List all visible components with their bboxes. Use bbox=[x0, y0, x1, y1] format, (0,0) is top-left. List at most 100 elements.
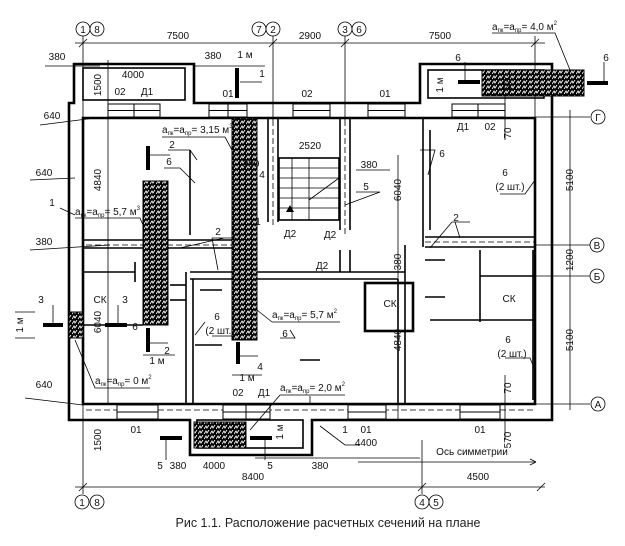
label: 02 bbox=[484, 122, 496, 133]
axis-label: Б bbox=[594, 272, 601, 283]
dim: 5100 bbox=[565, 328, 576, 351]
area-annotation: aпк=aпр= 4,0 м2 bbox=[492, 21, 558, 34]
label: 4 bbox=[257, 362, 263, 373]
leader-lines bbox=[59, 32, 571, 446]
dim: 1 м bbox=[239, 373, 254, 384]
axis-label: 8 bbox=[94, 25, 100, 36]
label: 6 bbox=[282, 329, 288, 340]
dim: 70 bbox=[503, 382, 514, 394]
section-markers bbox=[43, 62, 608, 460]
dim: 6040 bbox=[393, 178, 404, 201]
dim: 1 м bbox=[435, 77, 446, 92]
label: 02 bbox=[232, 388, 244, 399]
label: 6 bbox=[505, 335, 511, 346]
label: 01 bbox=[474, 425, 486, 436]
axis-label: 6 bbox=[356, 25, 362, 36]
label: Д1 bbox=[457, 122, 470, 133]
stair-direction-arrow-icon bbox=[286, 205, 294, 212]
dim: 380 bbox=[312, 461, 329, 472]
dimension-lines bbox=[15, 38, 571, 492]
label: 6 bbox=[502, 168, 508, 179]
dim: 380 bbox=[36, 237, 53, 248]
plan-labels: 02 Д1 01 02 01 Д1 02 1 2 6 4 5 6 6 (2 шт… bbox=[38, 53, 609, 472]
axis-label: 2 bbox=[270, 25, 276, 36]
dim: 1 м bbox=[275, 424, 286, 439]
dim: 4000 bbox=[122, 70, 145, 81]
label: 01 bbox=[360, 425, 372, 436]
dim: 4840 bbox=[393, 328, 404, 351]
dim: 380 bbox=[243, 159, 260, 170]
dim: 2900 bbox=[299, 31, 322, 42]
shaft-top-right bbox=[481, 69, 585, 97]
dim: 4000 bbox=[203, 461, 226, 472]
axis-label: 3 bbox=[342, 25, 348, 36]
area-annotation: aпк=aпр= 5,7 м2 bbox=[272, 309, 338, 322]
label: 1 bbox=[259, 69, 265, 80]
shaft-bottom bbox=[193, 421, 247, 449]
label: 5 bbox=[363, 182, 369, 193]
label: 01 bbox=[130, 425, 142, 436]
label: 01 bbox=[222, 89, 234, 100]
dim: 1 м bbox=[15, 317, 26, 332]
area-annotation: aпк=aпр= 0 м2 bbox=[95, 375, 152, 388]
label: 6 bbox=[455, 53, 461, 64]
dim: 1 м bbox=[149, 356, 164, 367]
label: 6 bbox=[132, 322, 138, 333]
dim: 380 bbox=[170, 461, 187, 472]
label: 6 bbox=[439, 149, 445, 160]
dim: 7500 bbox=[429, 31, 452, 42]
label: 6 bbox=[603, 53, 609, 64]
dim: 380 bbox=[361, 160, 378, 171]
label: СК bbox=[383, 299, 396, 310]
area-annotation: aпк=aпр= 2,0 м2 bbox=[280, 382, 346, 395]
dim: 570 bbox=[503, 431, 514, 448]
axis-labels: 1 8 7 2 3 6 1 8 4 5 Г В Б А bbox=[79, 25, 601, 509]
dim: 380 bbox=[49, 52, 66, 63]
axis-label: 1 bbox=[80, 25, 86, 36]
axis-label: 4 bbox=[419, 498, 425, 509]
label: Д2 bbox=[316, 261, 329, 272]
dim: 380 bbox=[205, 51, 222, 62]
label: СК bbox=[93, 295, 106, 306]
dim: 1500 bbox=[93, 428, 104, 451]
area-annotations: aпк=aпр= 3,15 м3 aпк=aпр= 5,7 м3 aпк=aпр… bbox=[75, 21, 558, 395]
dim: 4500 bbox=[467, 472, 490, 483]
label: 3 bbox=[38, 295, 44, 306]
label: 2 bbox=[164, 346, 170, 357]
shaft-middle bbox=[231, 117, 258, 341]
label: 2 bbox=[169, 140, 175, 151]
label: 5 bbox=[157, 461, 163, 472]
area-annotation: aпк=aпр= 3,15 м3 bbox=[162, 124, 233, 137]
dim: 70 bbox=[503, 127, 514, 139]
axis-label: 7 bbox=[256, 25, 262, 36]
label: 5 bbox=[267, 461, 273, 472]
area-annotation: aпк=aпр= 5,7 м3 bbox=[75, 206, 141, 219]
dim: 5100 bbox=[565, 168, 576, 191]
label: 1 bbox=[49, 198, 55, 209]
label: (2 шт.) bbox=[205, 326, 234, 337]
dim: 640 bbox=[44, 111, 61, 122]
dim: 4840 bbox=[93, 168, 104, 191]
windows bbox=[107, 103, 506, 420]
dim: 570 bbox=[503, 73, 514, 90]
label: 6 bbox=[166, 157, 172, 168]
label: 2 bbox=[215, 227, 221, 238]
axis-bubbles bbox=[74, 21, 606, 510]
axis-label: В bbox=[594, 241, 601, 252]
dim: 1500 bbox=[93, 73, 104, 96]
label: 4 bbox=[259, 170, 265, 181]
dim: 1 м bbox=[237, 50, 252, 61]
label: 02 bbox=[301, 89, 313, 100]
label: 2 bbox=[453, 213, 459, 224]
shaft-left bbox=[142, 180, 169, 326]
dim: 4400 bbox=[355, 438, 378, 449]
axis-label: 8 bbox=[94, 498, 100, 509]
label: СК bbox=[502, 294, 515, 305]
dim: 8400 bbox=[242, 472, 265, 483]
axis-label: А bbox=[595, 400, 602, 411]
axis-label: Г bbox=[595, 113, 601, 124]
label: (2 шт.) bbox=[497, 349, 526, 360]
dim: 640 bbox=[36, 380, 53, 391]
label: Д1 bbox=[258, 388, 271, 399]
dim: 7500 bbox=[167, 31, 190, 42]
